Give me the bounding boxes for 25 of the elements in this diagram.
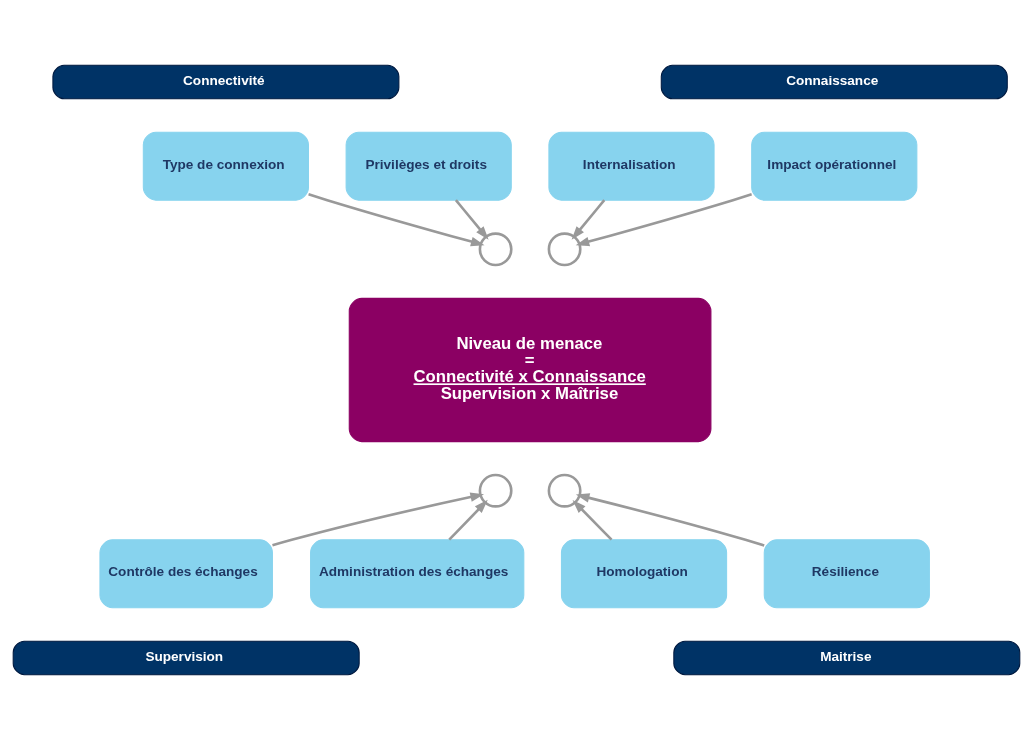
node-box: Homologation xyxy=(560,539,727,609)
node-box: Contrôle des échanges xyxy=(98,539,273,609)
node-box: Administration des échanges xyxy=(309,539,524,609)
arrow xyxy=(571,199,605,240)
node-box: Type de connexion xyxy=(142,131,309,201)
node-box: Connaissance xyxy=(660,64,1008,100)
node-box: Connectivité xyxy=(51,64,399,100)
node-box: Niveau de menace = Connectivité x Connaissance Supervision x Maîtrise xyxy=(348,297,711,443)
node-box: Maitrise xyxy=(672,640,1020,676)
arrow xyxy=(575,493,765,547)
node-circle xyxy=(547,232,582,267)
arrow xyxy=(447,499,488,541)
node-box: Supervision xyxy=(12,640,360,676)
node-box: Privilèges et droits xyxy=(345,131,512,201)
node-box: Résilience xyxy=(763,539,930,609)
arrow xyxy=(572,499,612,541)
arrow xyxy=(454,199,489,240)
node-circle xyxy=(478,232,513,267)
arrow xyxy=(575,193,752,247)
arrow xyxy=(271,492,484,547)
node-circle xyxy=(478,473,513,508)
node-circle xyxy=(547,473,582,508)
node-box: Impact opérationnel xyxy=(750,131,917,201)
node-box: Internalisation xyxy=(547,131,715,201)
arrow xyxy=(307,193,484,247)
